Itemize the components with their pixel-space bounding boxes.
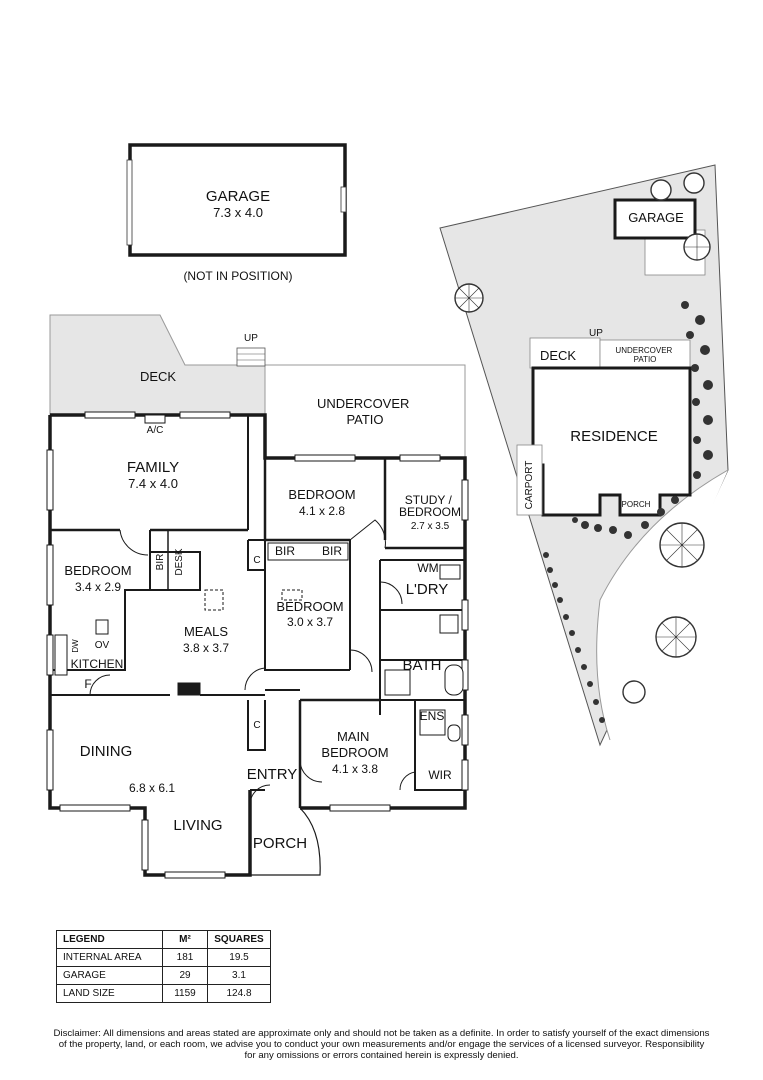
entry-label: ENTRY [247,766,298,783]
legend-header-m2: M² [162,930,208,949]
closet-label-c2: C [253,720,260,731]
disclaimer-line: Disclaimer: All dimensions and areas sta… [53,1028,710,1039]
porch-label: PORCH [253,835,307,852]
main-bedroom-name: MAIN BEDROOM [321,729,388,760]
main-bedroom-size: 4.1 x 3.8 [332,762,378,776]
laundry-label: L'DRY [406,581,449,598]
house-walls [48,413,467,877]
bedroom-west-name: BEDROOM [64,563,131,578]
bir-label-1: BIR [275,544,295,558]
bedroom-2-size: 4.1 x 2.8 [299,504,345,518]
family-name: FAMILY [127,459,179,476]
legend-header-squares: SQUARES [207,930,271,949]
legend-cell: GARAGE [56,966,163,985]
legend-cell: 124.8 [207,984,271,1003]
legend-row: INTERNAL AREA 181 19.5 [56,948,271,967]
legend-cell: 29 [162,966,208,985]
bir-label-vertical: BIR [155,554,166,571]
legend-cell: INTERNAL AREA [56,948,163,967]
disclaimer: Disclaimer: All dimensions and areas sta… [20,1028,743,1061]
garage-size: 7.3 x 4.0 [213,205,263,220]
carport-label: CARPORT [524,461,535,510]
legend-cell: 181 [162,948,208,967]
fixtures [54,414,464,742]
disclaimer-line: of the property, land, or each room, we … [58,1039,705,1050]
garage-note: (NOT IN POSITION) [183,269,292,283]
study-size: 2.7 x 3.5 [411,521,450,532]
dining-label: DINING [80,743,133,760]
undercover-patio-label: UNDERCOVER PATIO [317,396,413,427]
legend-cell: 1159 [162,984,208,1003]
legend-cell: 3.1 [207,966,271,985]
deck-label: DECK [140,369,176,384]
legend-cell: LAND SIZE [56,984,163,1003]
closet-label-c1: C [253,555,260,566]
outdoor-areas: DECK UP UNDERCOVER PATIO [49,314,466,876]
bedroom-west-size: 3.4 x 2.9 [75,580,121,594]
legend-row: GARAGE 29 3.1 [56,966,271,985]
family-size: 7.4 x 4.0 [128,476,178,491]
site-plan: GARAGE DECK UP UNDERCOVER PATIO RESIDENC… [439,164,729,747]
site-porch-label: PORCH [622,500,651,509]
wm-label: WM [417,561,438,575]
detached-garage: GARAGE 7.3 x 4.0 (NOT IN POSITION) [126,143,347,283]
legend-header-legend: LEGEND [56,930,163,949]
site-deck-label: DECK [540,348,576,363]
legend-header-row: LEGEND M² SQUARES [56,930,271,949]
disclaimer-line: for any omissions or errors contained he… [244,1050,519,1061]
dining-size: 6.8 x 6.1 [129,781,175,795]
study-name: STUDY / BEDROOM [399,493,461,519]
kitchen-label: KITCHEN [71,657,124,671]
meals-name: MEALS [184,624,228,639]
legend-row: LAND SIZE 1159 124.8 [56,984,271,1003]
ac-label: A/C [147,425,164,436]
meals-size: 3.8 x 3.7 [183,641,229,655]
ov-label: OV [95,640,110,651]
windows [46,411,469,879]
living-label: LIVING [173,817,222,834]
ensuite-label: ENS [420,709,445,723]
site-garage-label: GARAGE [628,210,684,225]
site-undercover-patio-label: UNDERCOVER PATIO [615,346,674,364]
garage-name: GARAGE [206,188,270,205]
wir-label: WIR [428,768,452,782]
bedroom-2-name: BEDROOM [288,487,355,502]
bedroom-3-size: 3.0 x 3.7 [287,615,333,629]
bath-label: BATH [403,657,442,674]
floor-plan-drawing: GARAGE 7.3 x 4.0 (NOT IN POSITION) DECK … [46,143,729,879]
bir-label-2: BIR [322,544,342,558]
legend-cell: 19.5 [207,948,271,967]
dw-label: DW [71,639,80,653]
site-up-label: UP [589,328,603,339]
desk-label: DESK [174,548,185,576]
residence-label: RESIDENCE [570,428,658,445]
door-swings [89,519,416,806]
fridge-label: F [84,677,91,691]
bedroom-3-name: BEDROOM [276,599,343,614]
legend-table: LEGEND M² SQUARES INTERNAL AREA 181 19.5… [56,930,271,1003]
up-label: UP [244,333,258,344]
